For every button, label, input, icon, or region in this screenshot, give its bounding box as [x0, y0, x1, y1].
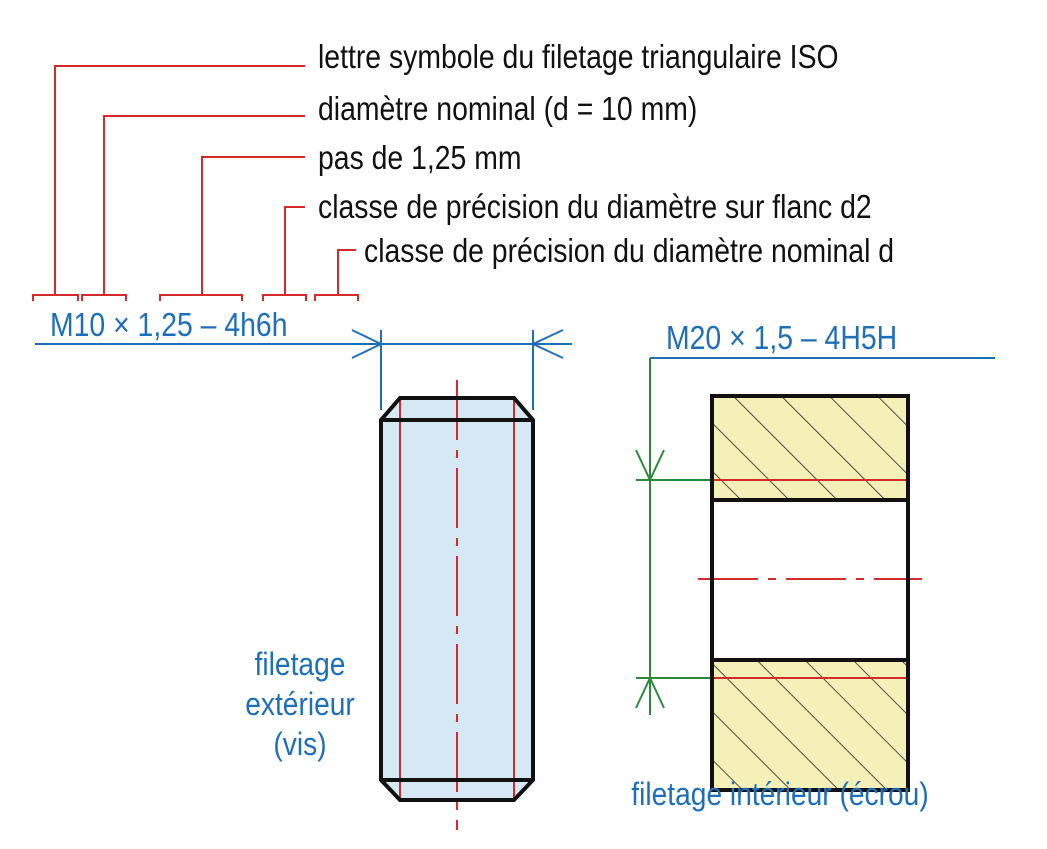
leader-nominal-diameter [103, 115, 305, 295]
screw-body [379, 380, 535, 830]
annotation-flank-class: classe de précision du diamètre sur flan… [318, 188, 872, 225]
leader-pitch [201, 156, 305, 295]
nut-arrow-top [635, 449, 665, 483]
bracket-nominal [314, 294, 359, 301]
screw-arrow-right [530, 329, 564, 359]
leader-nominal-class [337, 249, 356, 295]
annotation-leaders [32, 65, 359, 301]
annotation-nominal-class: classe de précision du diamètre nominal … [364, 232, 895, 269]
nut-section [698, 394, 922, 792]
bracket-diameter [81, 294, 127, 301]
nut-caption: filetage intérieur (écrou) [631, 776, 929, 812]
annotation-pitch: pas de 1,25 mm [318, 139, 522, 176]
screw-caption-line-3: (vis) [273, 726, 327, 762]
screw-outline [379, 396, 535, 802]
bracket-letter [32, 294, 79, 301]
nut-arrow-bottom [635, 675, 665, 709]
screw-arrow-left [351, 329, 384, 359]
screw-caption: filetage extérieur (vis) [230, 648, 371, 768]
annotation-letter: lettre symbole du filetage triangulaire … [318, 38, 839, 75]
nut-wall-top-hatch [712, 396, 908, 500]
screw-caption-line-1: filetage [254, 646, 346, 682]
screw-dimension [35, 329, 572, 410]
nut-designation: M20 × 1,5 – 4H5H [666, 319, 898, 356]
nut-wall-bottom-hatch [712, 660, 908, 790]
screw-caption-line-2: extérieur [245, 686, 355, 722]
bracket-flank [262, 294, 307, 301]
leader-letter [54, 65, 305, 295]
annotation-nominal-diameter: diamètre nominal (d = 10 mm) [318, 90, 698, 127]
nut-dimension [635, 357, 995, 715]
bracket-pitch [159, 294, 243, 301]
leader-flank-class [284, 206, 305, 295]
screw-designation: M10 × 1,25 – 4h6h [50, 306, 288, 343]
nut-outline [710, 394, 910, 792]
